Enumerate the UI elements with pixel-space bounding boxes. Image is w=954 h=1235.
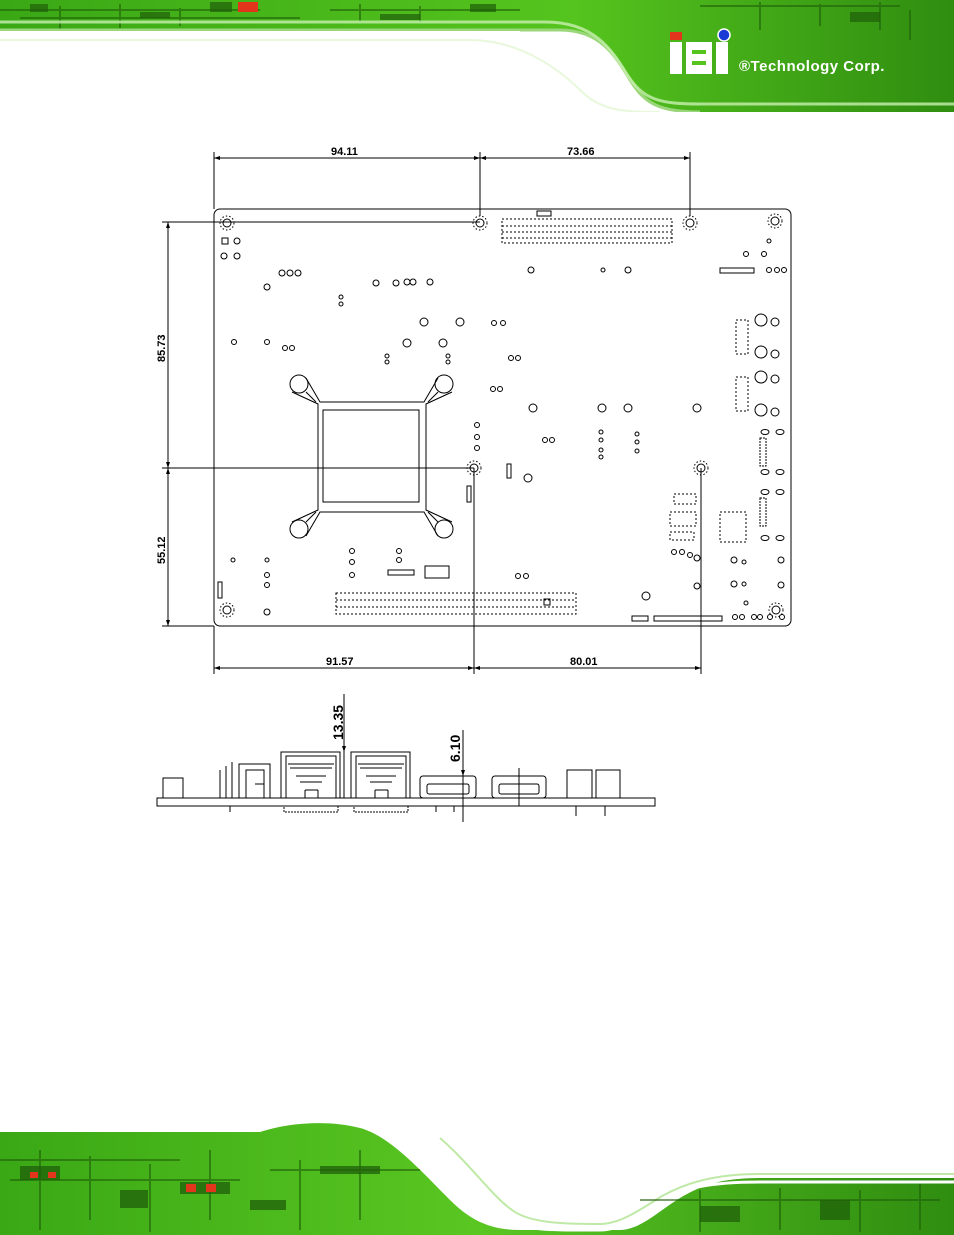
right-edge-connectors bbox=[543, 238, 787, 622]
dim-side-height: 13.35 bbox=[330, 705, 346, 740]
board-outline bbox=[213, 208, 792, 627]
dim-top-right: 73.66 bbox=[567, 146, 595, 158]
board-vias bbox=[217, 237, 702, 616]
footer-banner bbox=[0, 1120, 954, 1235]
mounting-hole bbox=[219, 213, 784, 618]
header-banner bbox=[0, 0, 954, 112]
side-view bbox=[156, 694, 656, 822]
dim-top-left: 94.11 bbox=[331, 146, 358, 158]
dim-left-lower: 55.12 bbox=[156, 536, 168, 564]
cpu-heatsink-bracket bbox=[289, 374, 454, 539]
dim-side-hdmi: 6.10 bbox=[447, 735, 463, 762]
dim-left-upper: 85.73 bbox=[156, 334, 168, 362]
brand-logo-text: ®Technology Corp. bbox=[739, 58, 885, 75]
iei-logo-icon bbox=[670, 28, 731, 74]
dim-bottom-right: 80.01 bbox=[570, 656, 598, 668]
dim-bottom-left: 91.57 bbox=[326, 656, 354, 668]
dimension-arrows bbox=[166, 156, 701, 776]
